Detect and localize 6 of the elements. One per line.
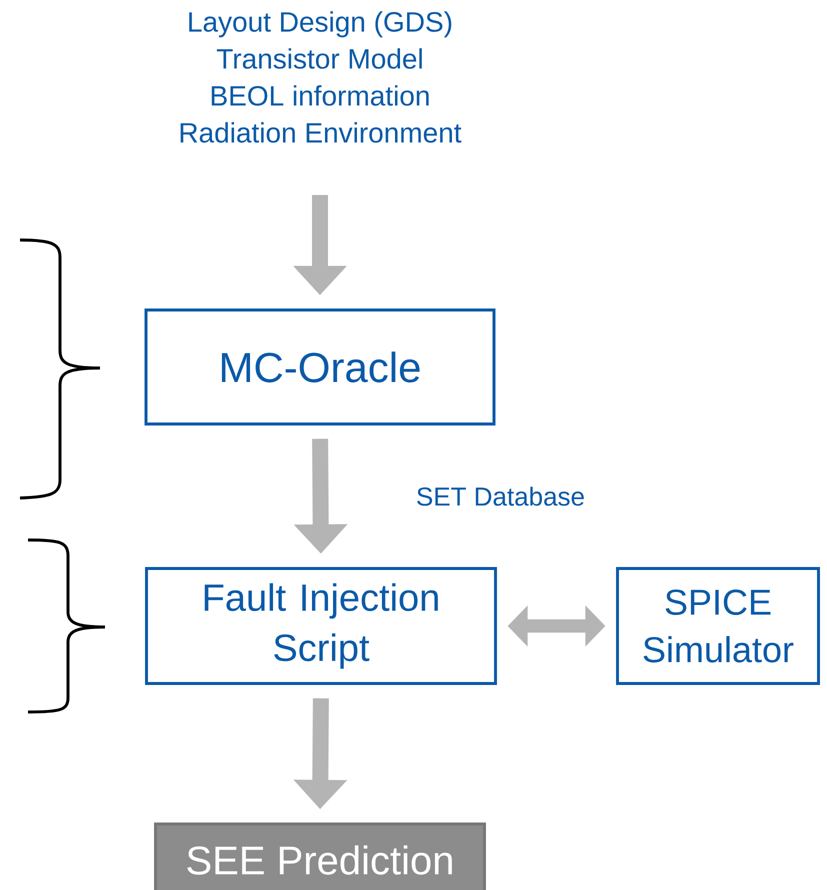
edge-label: SET Database (417, 486, 584, 506)
process-box: Fault Injection Script (145, 567, 497, 685)
process-box: SPICE Simulator (616, 567, 820, 685)
process-box: MC-Oracle (144, 308, 496, 426)
result-box: SEE Prediction (154, 822, 486, 890)
input-list: Layout Design (GDS) Transistor Model BEOL information Radiation Environment (180, 11, 462, 143)
